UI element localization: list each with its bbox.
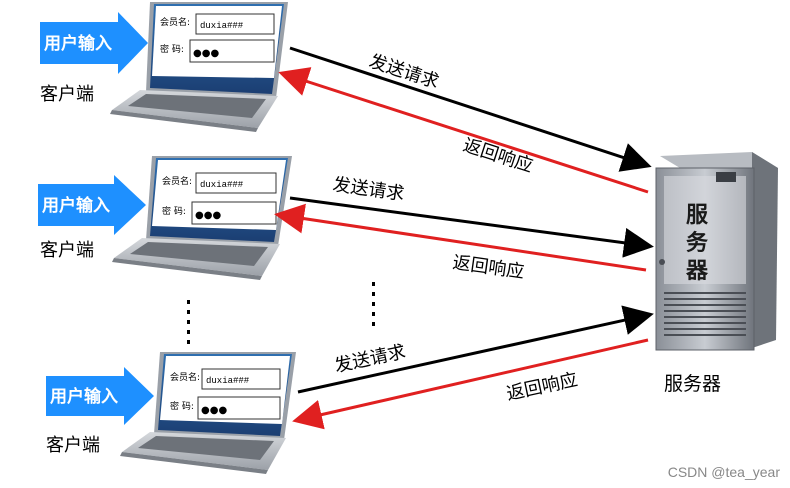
response-label: 返回响应 (505, 369, 580, 405)
user-input-label: 用户输入 (44, 33, 112, 54)
password-label: 密 码: (162, 205, 186, 217)
member-name-label: 会员名: (162, 175, 192, 187)
password-value: ●●● (195, 210, 221, 221)
server-front-char-3: 器 (685, 259, 709, 284)
user-input-label: 用户输入 (50, 386, 118, 407)
watermark: CSDN @tea_year (667, 464, 780, 480)
member-name-label: 会员名: (170, 371, 200, 383)
member-name-field (195, 13, 275, 35)
client-label: 客户端 (40, 240, 94, 261)
request-arrow (289, 46, 652, 172)
client-label: 客户端 (46, 435, 100, 456)
member-name-value: duxia### (200, 21, 244, 31)
password-label: 密 码: (160, 43, 184, 55)
member-name-field (195, 172, 277, 194)
request-arrow (289, 196, 654, 258)
server-front-char-1: 服 (686, 203, 709, 228)
login-form: 会员名: duxia### 密 码: ●●● (160, 13, 275, 63)
member-name-value: duxia### (200, 180, 244, 190)
client-group-2: 用户输入 会员名: duxia### 密 码: ●●● 客户端 (38, 156, 292, 280)
password-value: ●●● (193, 48, 219, 59)
user-input-arrow: 用户输入 (40, 12, 148, 74)
request-arrow (297, 305, 654, 394)
response-label: 返回响应 (460, 135, 535, 177)
client-group-1: 用户输入 会员名: duxia### 密 码: ●●● 客户端 (40, 2, 288, 132)
password-value: ●●● (201, 405, 227, 416)
client-label: 客户端 (40, 84, 94, 105)
request-label: 发送请求 (331, 174, 405, 205)
user-input-arrow: 用户输入 (38, 175, 146, 235)
response-arrow (278, 67, 649, 194)
response-arrow (274, 203, 647, 272)
password-field (197, 396, 281, 420)
user-input-label: 用户输入 (42, 195, 110, 216)
password-label: 密 码: (170, 400, 194, 412)
more-messages-ellipsis (372, 282, 375, 326)
server-caption: 服务器 (664, 373, 721, 395)
member-name-field (201, 368, 281, 390)
user-input-arrow: 用户输入 (46, 367, 154, 425)
member-name-label: 会员名: (160, 16, 190, 28)
response-arrow (292, 338, 649, 430)
client-group-3: 用户输入 会员名: duxia### 密 码: ●●● 客户端 (46, 352, 296, 474)
member-name-value: duxia### (206, 376, 250, 386)
more-clients-ellipsis (187, 300, 190, 344)
login-form: 会员名: duxia### 密 码: ●●● (162, 172, 277, 225)
server-tower: 服 务 器 (655, 152, 778, 351)
server-front-char-2: 务 (686, 231, 709, 256)
login-form: 会员名: duxia### 密 码: ●●● (170, 368, 281, 420)
response-label: 返回响应 (451, 252, 525, 283)
password-field (189, 39, 275, 63)
